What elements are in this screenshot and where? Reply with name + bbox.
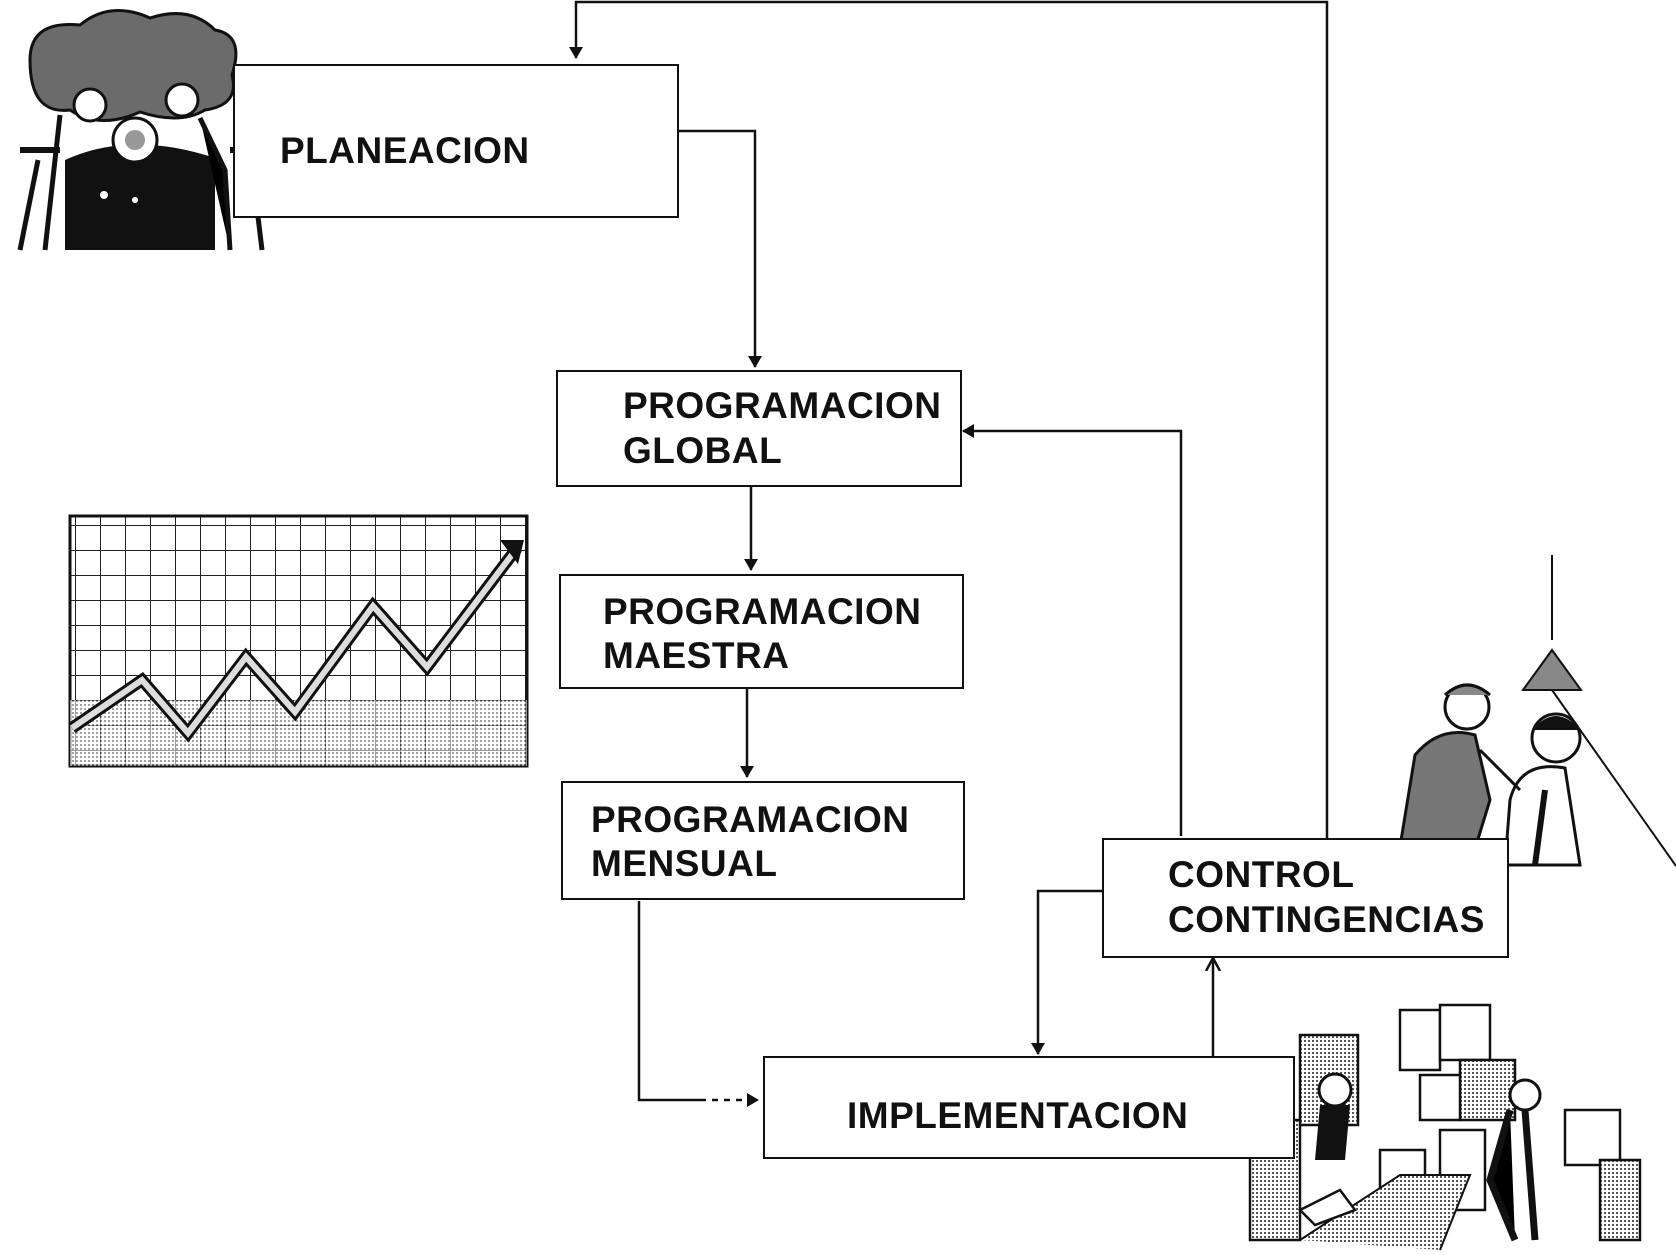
control-to-implementacion-connector	[1038, 891, 1102, 1054]
meeting-clipart	[20, 10, 262, 250]
rising-trend-chart-clipart	[70, 516, 527, 766]
box-programacion-global-line2: GLOBAL	[623, 428, 782, 473]
box-programacion-mensual-line1: PROGRAMACION	[591, 797, 909, 842]
box-programacion-global-line1: PROGRAMACION	[623, 383, 941, 428]
box-programacion-mensual-line2: MENSUAL	[591, 841, 777, 886]
control-to-global-connector	[963, 431, 1181, 836]
mensual-to-implementacion-connector	[639, 901, 700, 1100]
warehouse-boxes-clipart	[1250, 1005, 1640, 1250]
interrogation-clipart	[1397, 555, 1676, 866]
box-programacion-maestra-line1: PROGRAMACION	[603, 589, 921, 634]
box-planeacion-label: PLANEACION	[280, 128, 530, 173]
box-programacion-maestra-line2: MAESTRA	[603, 633, 789, 678]
box-control-contingencias-line1: CONTROL	[1168, 852, 1354, 897]
planeacion-to-global-connector	[677, 131, 755, 367]
box-control-contingencias-line2: CONTINGENCIAS	[1168, 897, 1485, 942]
box-implementacion-label: IMPLEMENTACION	[847, 1093, 1188, 1138]
